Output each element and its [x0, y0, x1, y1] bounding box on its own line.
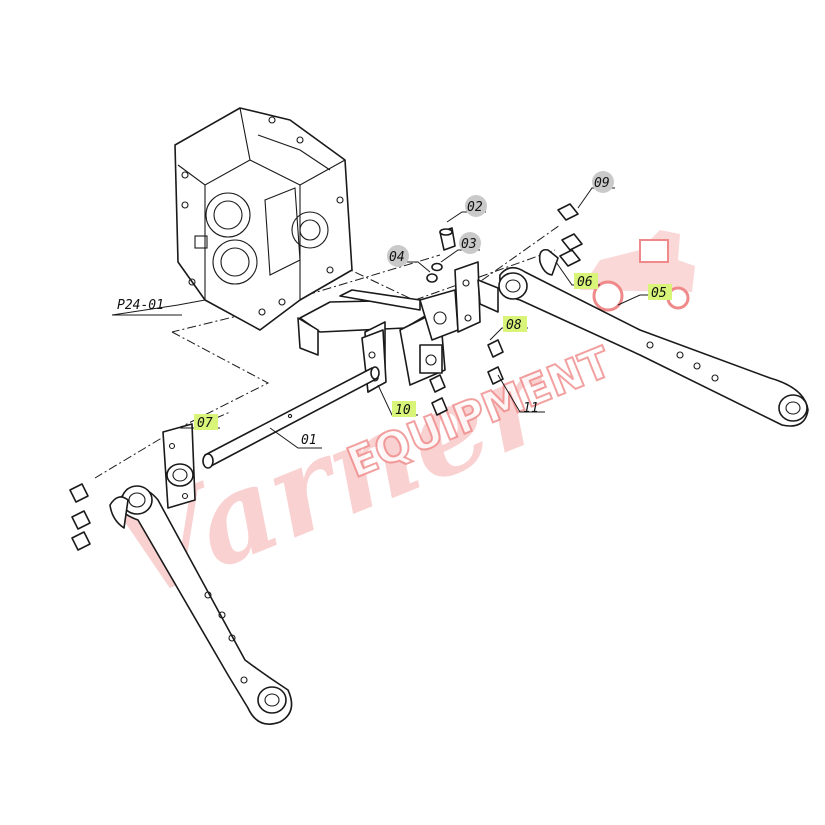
callout-08-highlight — [503, 316, 527, 332]
callout-10-highlight — [392, 401, 416, 417]
callout-04-badge — [387, 245, 409, 267]
callout-02-badge — [465, 195, 487, 217]
callout-07-highlight — [194, 414, 218, 430]
retaining-clip-06 — [538, 248, 559, 276]
callout-05-label: 05 — [651, 286, 667, 301]
callout-07-label: 07 — [197, 416, 213, 431]
lower-link-right — [498, 266, 809, 427]
callout-11-label: 11 — [523, 401, 539, 416]
callout-11: 11 — [523, 401, 539, 416]
callout-08-label: 08 — [506, 318, 522, 333]
callout-06-label: 06 — [577, 275, 593, 290]
callout-02: 02 — [465, 195, 487, 217]
callout-01: 01 — [301, 433, 317, 448]
callout-10: 10 — [392, 401, 416, 418]
plate-08 — [454, 261, 499, 333]
callout-10-label: 10 — [395, 403, 411, 418]
center-bracket — [297, 289, 459, 393]
reference-label: P24-01 — [117, 298, 164, 313]
callout-03-label: 03 — [461, 237, 477, 252]
callout-03: 03 — [459, 232, 481, 254]
callout-04: 04 — [387, 245, 409, 267]
callouts: P24-01 01 02 03 04 05 06 — [117, 171, 672, 448]
plate-07 — [162, 423, 196, 509]
callout-05-highlight — [648, 284, 672, 300]
tractor-logo-icon — [580, 230, 695, 312]
callout-09-label: 09 — [594, 176, 610, 191]
callout-06-highlight — [574, 273, 598, 289]
callout-07: 07 — [194, 414, 218, 431]
bolts — [69, 203, 583, 551]
callout-03-badge — [459, 232, 481, 254]
callout-01-label: 01 — [301, 433, 317, 448]
cross-shaft — [202, 366, 380, 469]
callout-04-label: 04 — [389, 250, 405, 265]
callout-09-badge — [592, 171, 614, 193]
lower-link-left — [109, 485, 293, 725]
callout-06: 06 — [574, 273, 598, 290]
callout-05: 05 — [648, 284, 672, 301]
transmission-housing — [174, 107, 353, 331]
callout-02-label: 02 — [467, 200, 483, 215]
callout-08: 08 — [503, 316, 527, 333]
callout-09: 09 — [592, 171, 614, 193]
